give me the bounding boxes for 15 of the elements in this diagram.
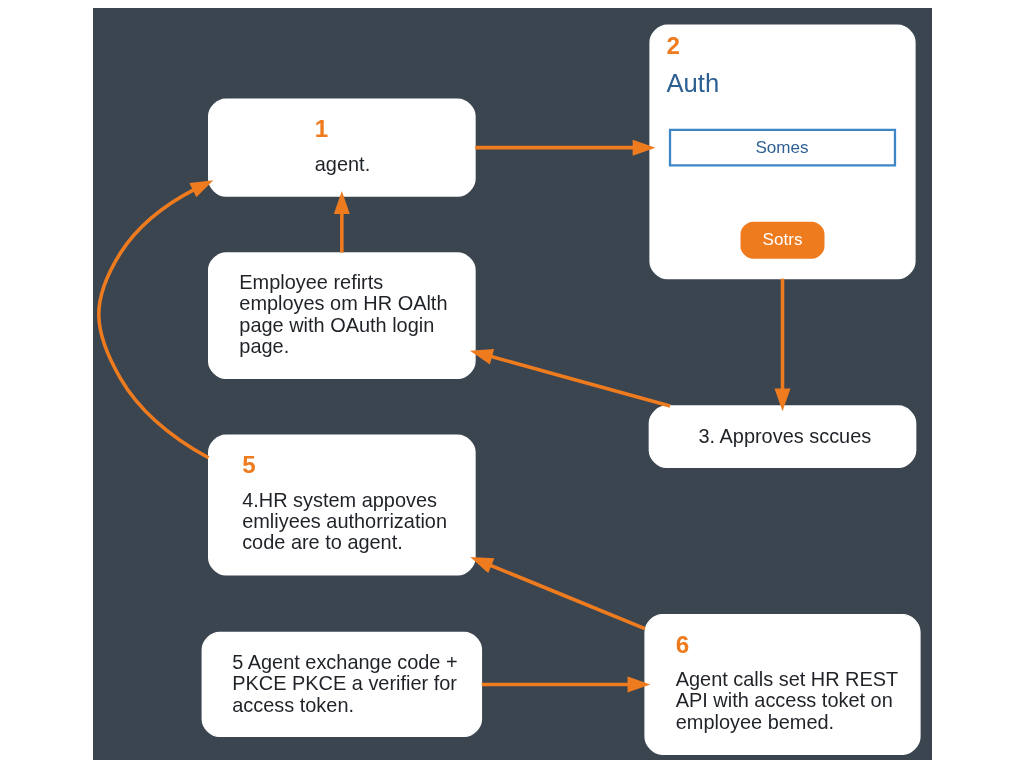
arrow (474, 139, 655, 156)
node-box: 5 Agent exchange code + PKCE PKCE a verifier for access token. (201, 631, 482, 738)
arrow (481, 676, 650, 693)
node-box: 1 agent. (207, 98, 476, 197)
node-box: 5 4.HR system appoves emliyees authorrization code are to agent. (207, 434, 476, 576)
node-box: 3. Approves sccues (648, 405, 916, 468)
node-box: 6 Agent calls set HR REST API with access toket on employee bemed. (643, 613, 921, 755)
arrow (774, 278, 790, 412)
arrow (333, 191, 350, 253)
arrow (469, 349, 671, 408)
node-box: Somes (668, 128, 896, 167)
arrow (469, 557, 646, 631)
arrow (96, 180, 213, 460)
node-box: Employee refirts employes om HR OAlth page with OAuth login page. (207, 252, 476, 379)
node-box: Sotrs (740, 221, 824, 259)
